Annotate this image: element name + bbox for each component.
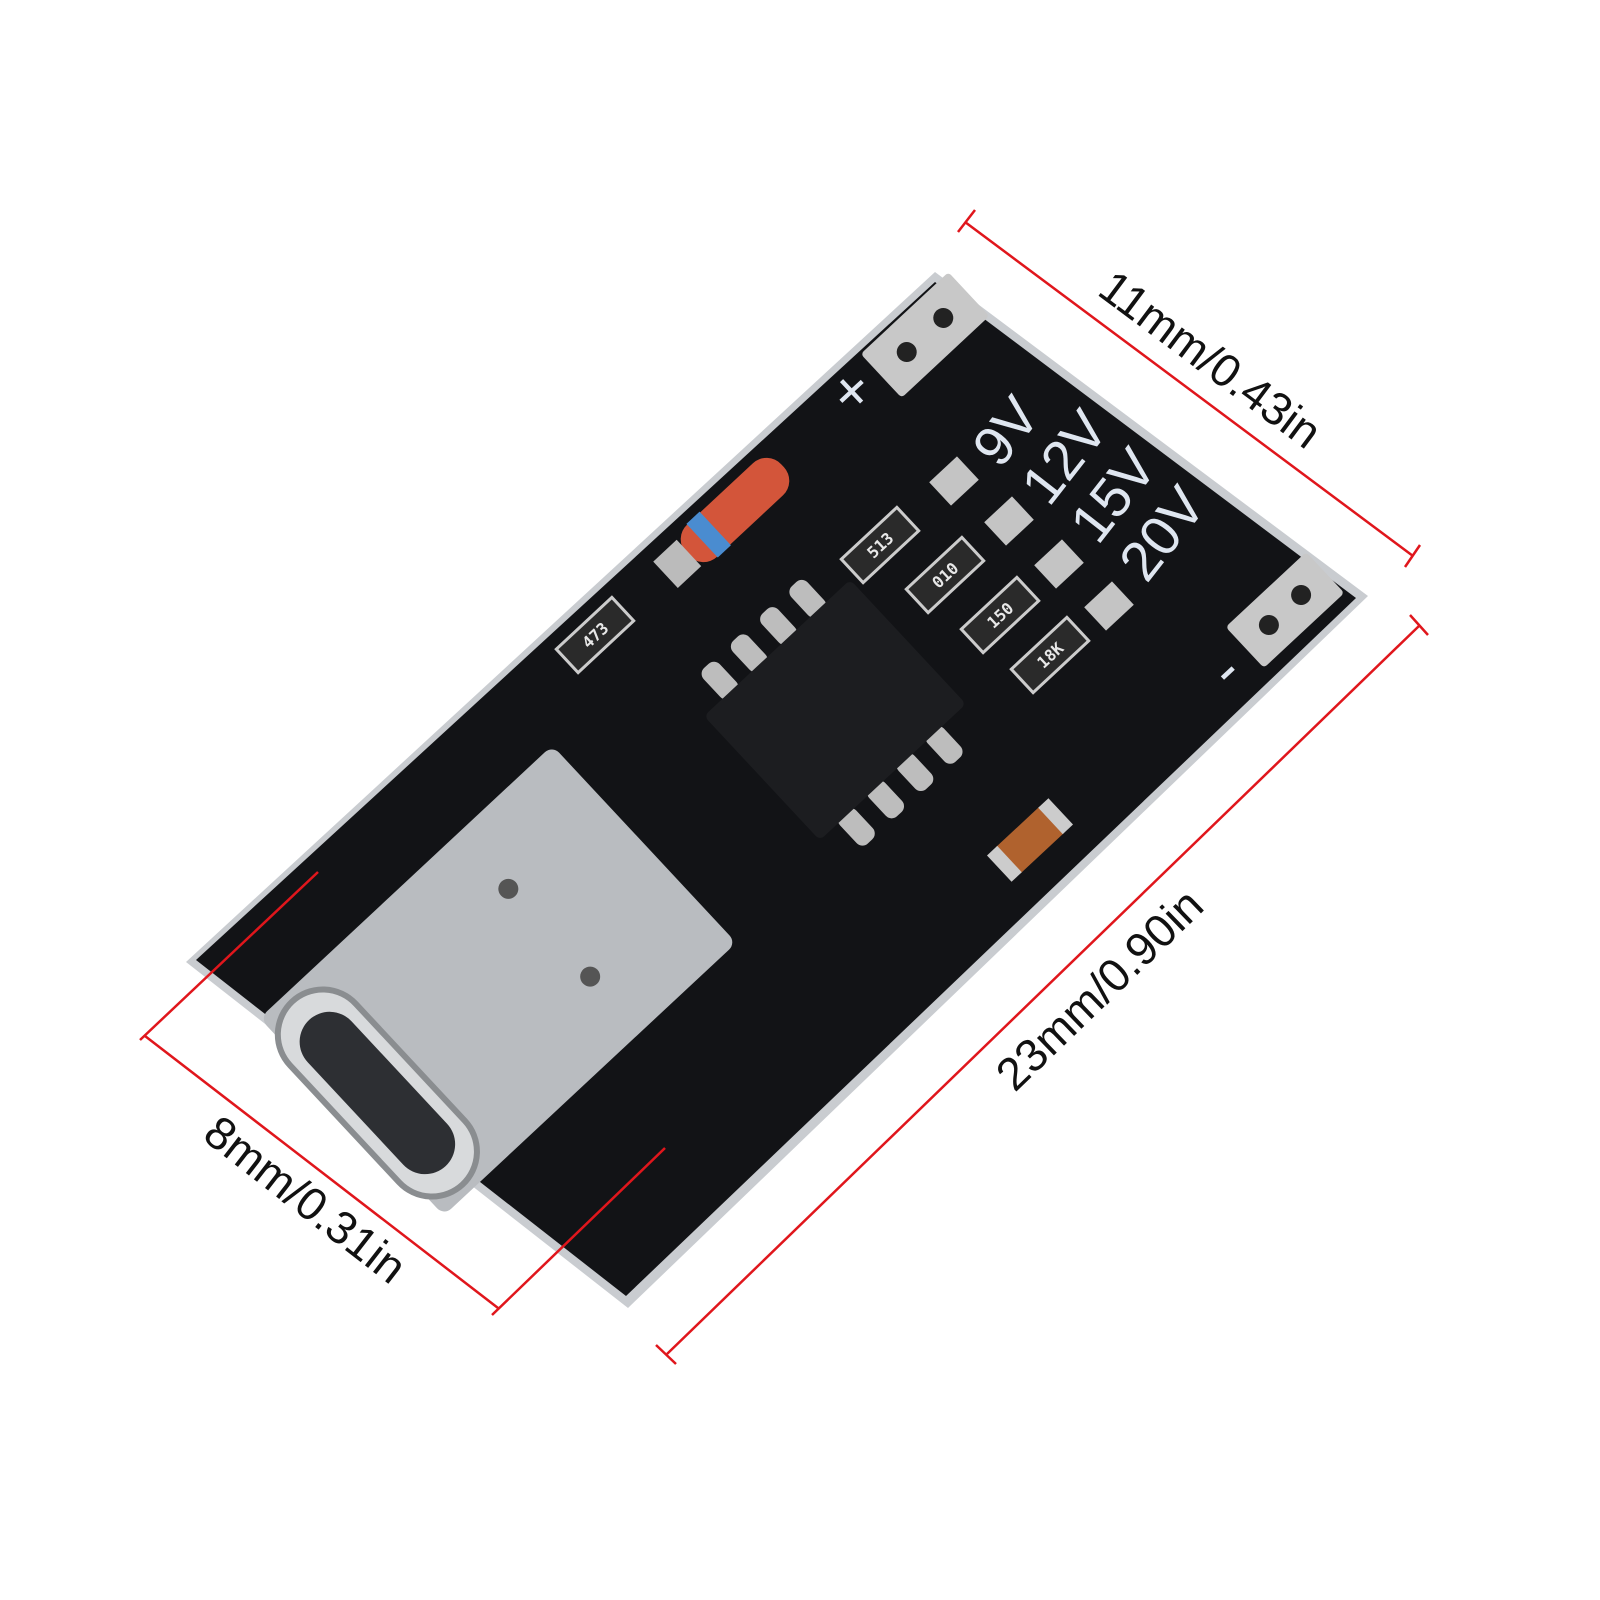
solder-pad-plus	[862, 273, 988, 397]
connector-dimension-line	[144, 1035, 499, 1309]
length-dimension-line	[666, 624, 1421, 1355]
solder-pad-minus	[1227, 553, 1343, 667]
resistor-513: 513	[839, 505, 921, 585]
voltage-select-pads	[929, 456, 1134, 631]
resistor-150: 150	[959, 575, 1041, 655]
pd-controller-chip	[701, 579, 964, 846]
resistor-18k: 18K	[1009, 615, 1091, 695]
diode	[653, 457, 790, 588]
width-dimension-line	[964, 220, 1414, 558]
resistor-010: 010	[904, 535, 986, 615]
capacitor	[987, 798, 1073, 882]
usb-c-connector	[263, 749, 733, 1212]
dimension-lines	[139, 209, 1429, 1365]
resistor-473: 473	[554, 595, 636, 675]
